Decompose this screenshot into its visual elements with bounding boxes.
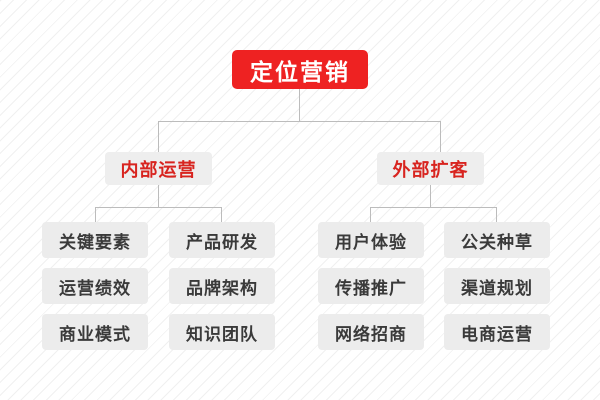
node-leaf[interactable]: 渠道规划 [444, 268, 550, 304]
node-leaf[interactable]: 知识团队 [169, 314, 275, 350]
connector-left-branch-stem [158, 185, 159, 207]
connector-branch-right-drop [440, 121, 441, 152]
node-branch-internal-operations[interactable]: 内部运营 [105, 152, 212, 185]
connector-left-col1-drop [95, 207, 96, 222]
node-leaf[interactable]: 用户体验 [318, 222, 424, 258]
node-leaf[interactable]: 关键要素 [42, 222, 148, 258]
node-leaf[interactable]: 传播推广 [318, 268, 424, 304]
connector-level1-bus [158, 121, 441, 122]
node-leaf[interactable]: 产品研发 [169, 222, 275, 258]
connector-right-col1-drop [370, 207, 371, 222]
node-leaf[interactable]: 网络招商 [318, 314, 424, 350]
node-branch-external-acquisition[interactable]: 外部扩客 [377, 152, 484, 185]
connector-right-branch-stem [430, 185, 431, 207]
node-leaf[interactable]: 运营绩效 [42, 268, 148, 304]
node-root[interactable]: 定位营销 [232, 50, 368, 89]
connector-branch-left-drop [158, 121, 159, 152]
connector-left-branch-bus [95, 207, 222, 208]
connector-right-branch-bus [370, 207, 497, 208]
connector-left-col2-drop [221, 207, 222, 222]
node-leaf[interactable]: 公关种草 [444, 222, 550, 258]
connector-root-stem [299, 89, 300, 121]
node-leaf[interactable]: 品牌架构 [169, 268, 275, 304]
node-leaf[interactable]: 商业模式 [42, 314, 148, 350]
connector-right-col2-drop [496, 207, 497, 222]
node-leaf[interactable]: 电商运营 [444, 314, 550, 350]
